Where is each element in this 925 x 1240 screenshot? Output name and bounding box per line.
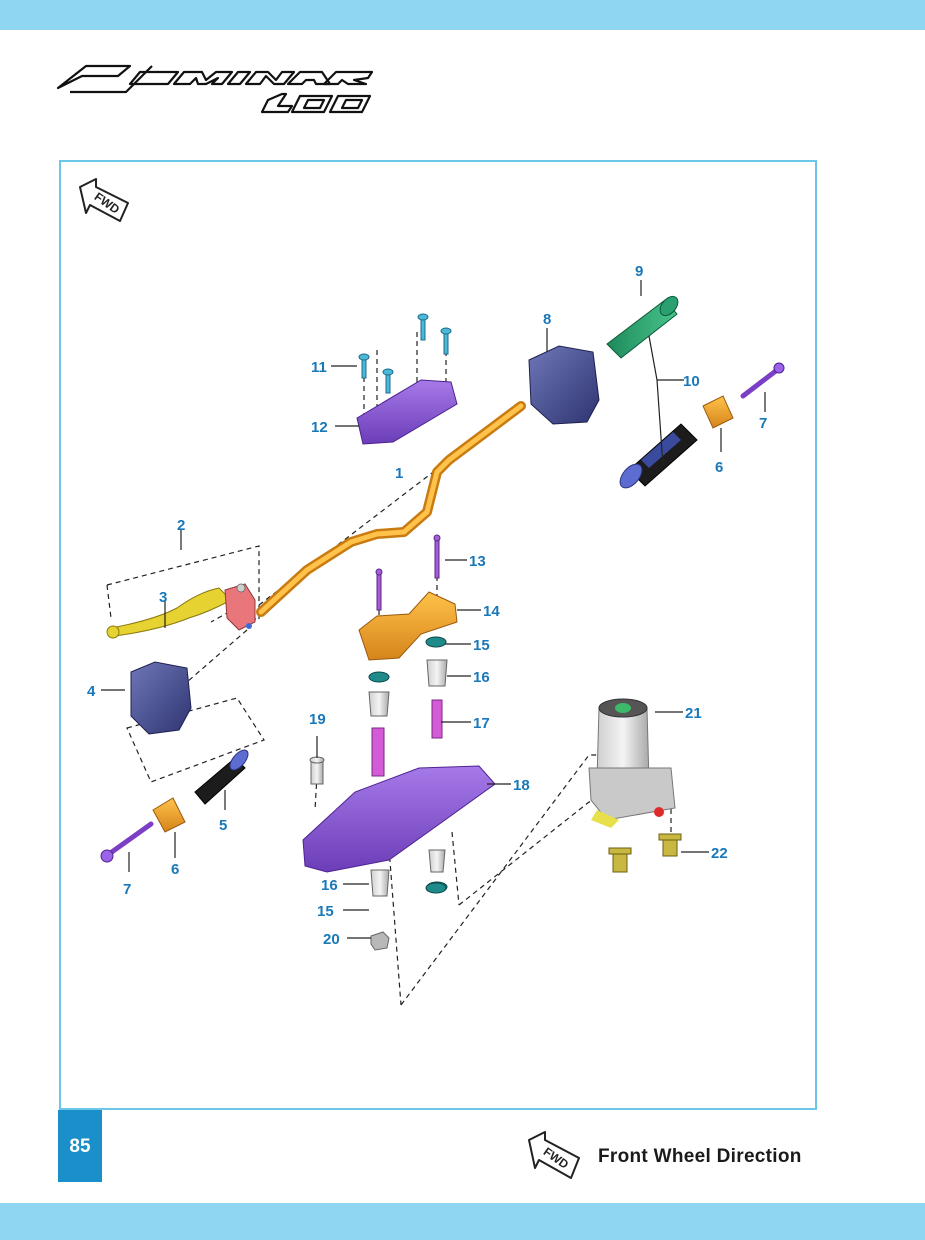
lower-clamp-bolts [375,534,441,611]
callout-6-right: 6 [715,459,723,476]
fwd-badge-icon: FWD [79,178,129,222]
clutch-lever [106,583,256,639]
callout-16-bottom: 16 [321,877,338,894]
left-switch-housing [130,661,192,735]
callout-10: 10 [683,373,700,390]
right-bar-end-weight [702,395,734,429]
callout-7-right: 7 [759,415,767,432]
rubber-bushes [368,659,448,897]
upper-handlebar-clamp [356,379,458,445]
callout-3: 3 [159,589,167,606]
callout-15-bottom: 15 [317,903,334,920]
callout-1: 1 [395,465,403,482]
callout-16-top: 16 [473,669,490,686]
callout-2: 2 [177,517,185,534]
ignition-switch [588,698,676,828]
washers [368,636,448,894]
callout-12: 12 [311,419,328,436]
callout-18: 18 [513,777,530,794]
callout-14: 14 [483,603,500,620]
callout-5: 5 [219,817,227,834]
lower-handlebar-clamp [358,591,458,661]
callout-11: 11 [311,359,327,376]
security-bolts [608,833,682,873]
lock-nut [370,931,390,951]
callout-15-top: 15 [473,637,490,654]
top-color-band [0,0,925,30]
fwd-legend-icon: FWD [528,1131,580,1179]
callout-4: 4 [87,683,96,700]
right-grip [619,423,698,489]
left-bar-end-bolt [100,821,154,863]
throttle-sleeve [606,295,679,359]
diagram-frame [59,160,817,1110]
right-switch-housing [528,345,600,425]
callout-19: 19 [309,711,326,728]
callout-22: 22 [711,845,728,862]
left-grip [194,749,249,805]
callout-21: 21 [685,705,702,722]
left-bar-end-weight [152,797,186,833]
callout-13: 13 [469,553,486,570]
upper-clamp-bolts [358,313,452,394]
handlebar-tube [256,401,526,617]
callout-20: 20 [323,931,340,948]
right-bar-end-bolt [740,362,785,399]
handlebar-exploded-diagram: FWD [79,178,785,1006]
dominar-400-logo [56,64,374,114]
callout-17: 17 [473,715,490,732]
fwd-legend-text: Front Wheel Direction [598,1146,802,1167]
bottom-color-band [0,1203,925,1240]
callout-9: 9 [635,263,643,280]
callout-8: 8 [543,311,551,328]
mounting-bolt [309,756,325,785]
callout-7-left: 7 [123,881,131,898]
spacers [371,699,443,777]
top-triple-clamp [302,765,496,873]
page-number: 85 [58,1110,102,1182]
callout-6-left: 6 [171,861,179,878]
